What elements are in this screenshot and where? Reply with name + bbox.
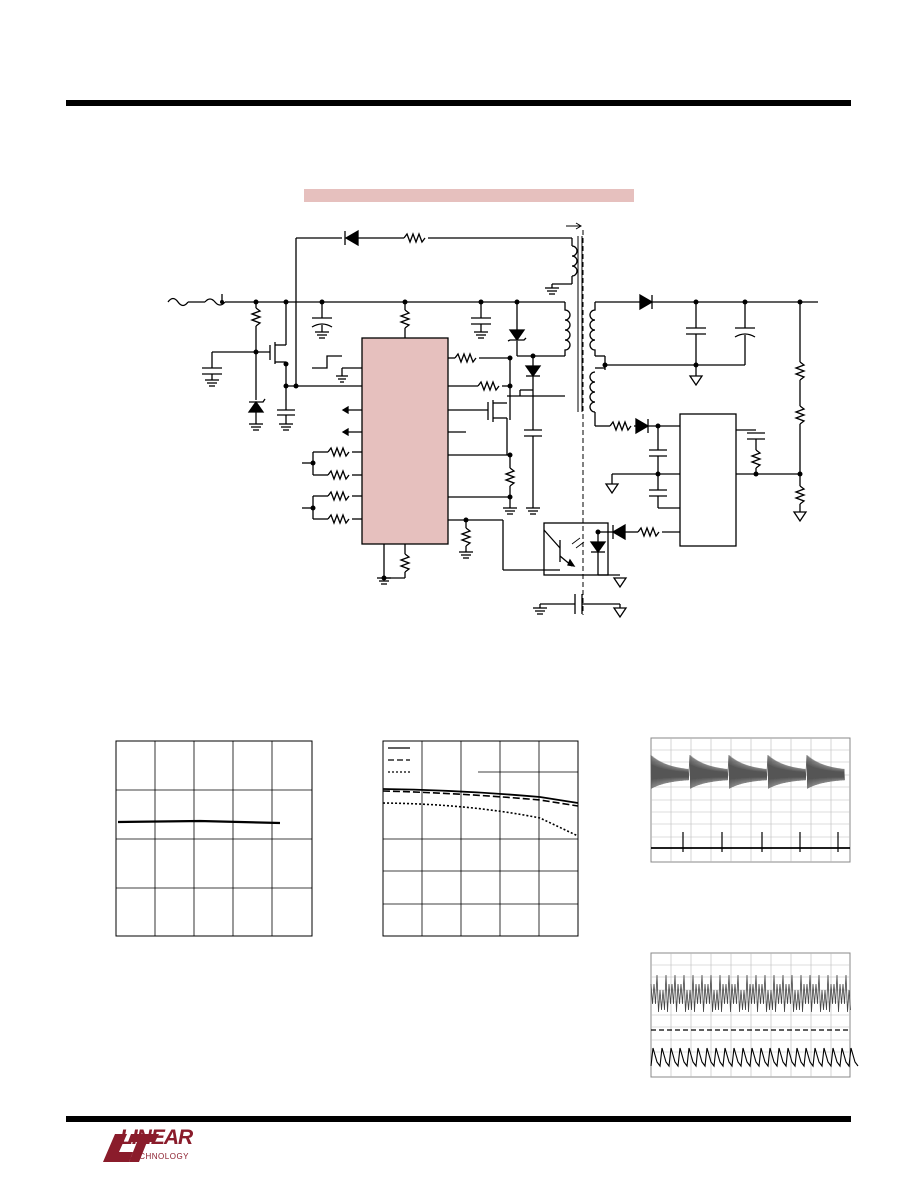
graph-1-curve (117, 819, 281, 825)
header-rule (66, 100, 851, 106)
zener-diode-symbol (247, 400, 265, 413)
graph-2-series-solid (382, 788, 579, 804)
transformer-secondary (589, 302, 596, 356)
scope-2-trace-1 (650, 974, 851, 1013)
feedback-controller-ic (679, 413, 737, 547)
optocoupler-box (543, 522, 609, 576)
ac-source-symbol (167, 297, 189, 307)
application-schematic (167, 222, 818, 619)
logo-wordmark: LINEAR (120, 1126, 193, 1149)
scope-1-trace-1 (650, 754, 845, 789)
transformer-primary (564, 302, 571, 356)
logo-subtitle: TECHNOLOGY (128, 1152, 190, 1161)
scope-2-trace-2 (650, 1047, 859, 1068)
footer-rule (66, 1116, 851, 1122)
graph-2-series-dot (382, 802, 579, 837)
controller-ic (361, 337, 449, 545)
linear-logo-mark (103, 1134, 159, 1162)
aux-diode-symbol (344, 229, 359, 247)
figure-title-bar (304, 189, 634, 202)
graph-2-series-dash (382, 790, 579, 807)
fuse-symbol (204, 298, 226, 306)
output-diode-symbol (639, 293, 654, 311)
